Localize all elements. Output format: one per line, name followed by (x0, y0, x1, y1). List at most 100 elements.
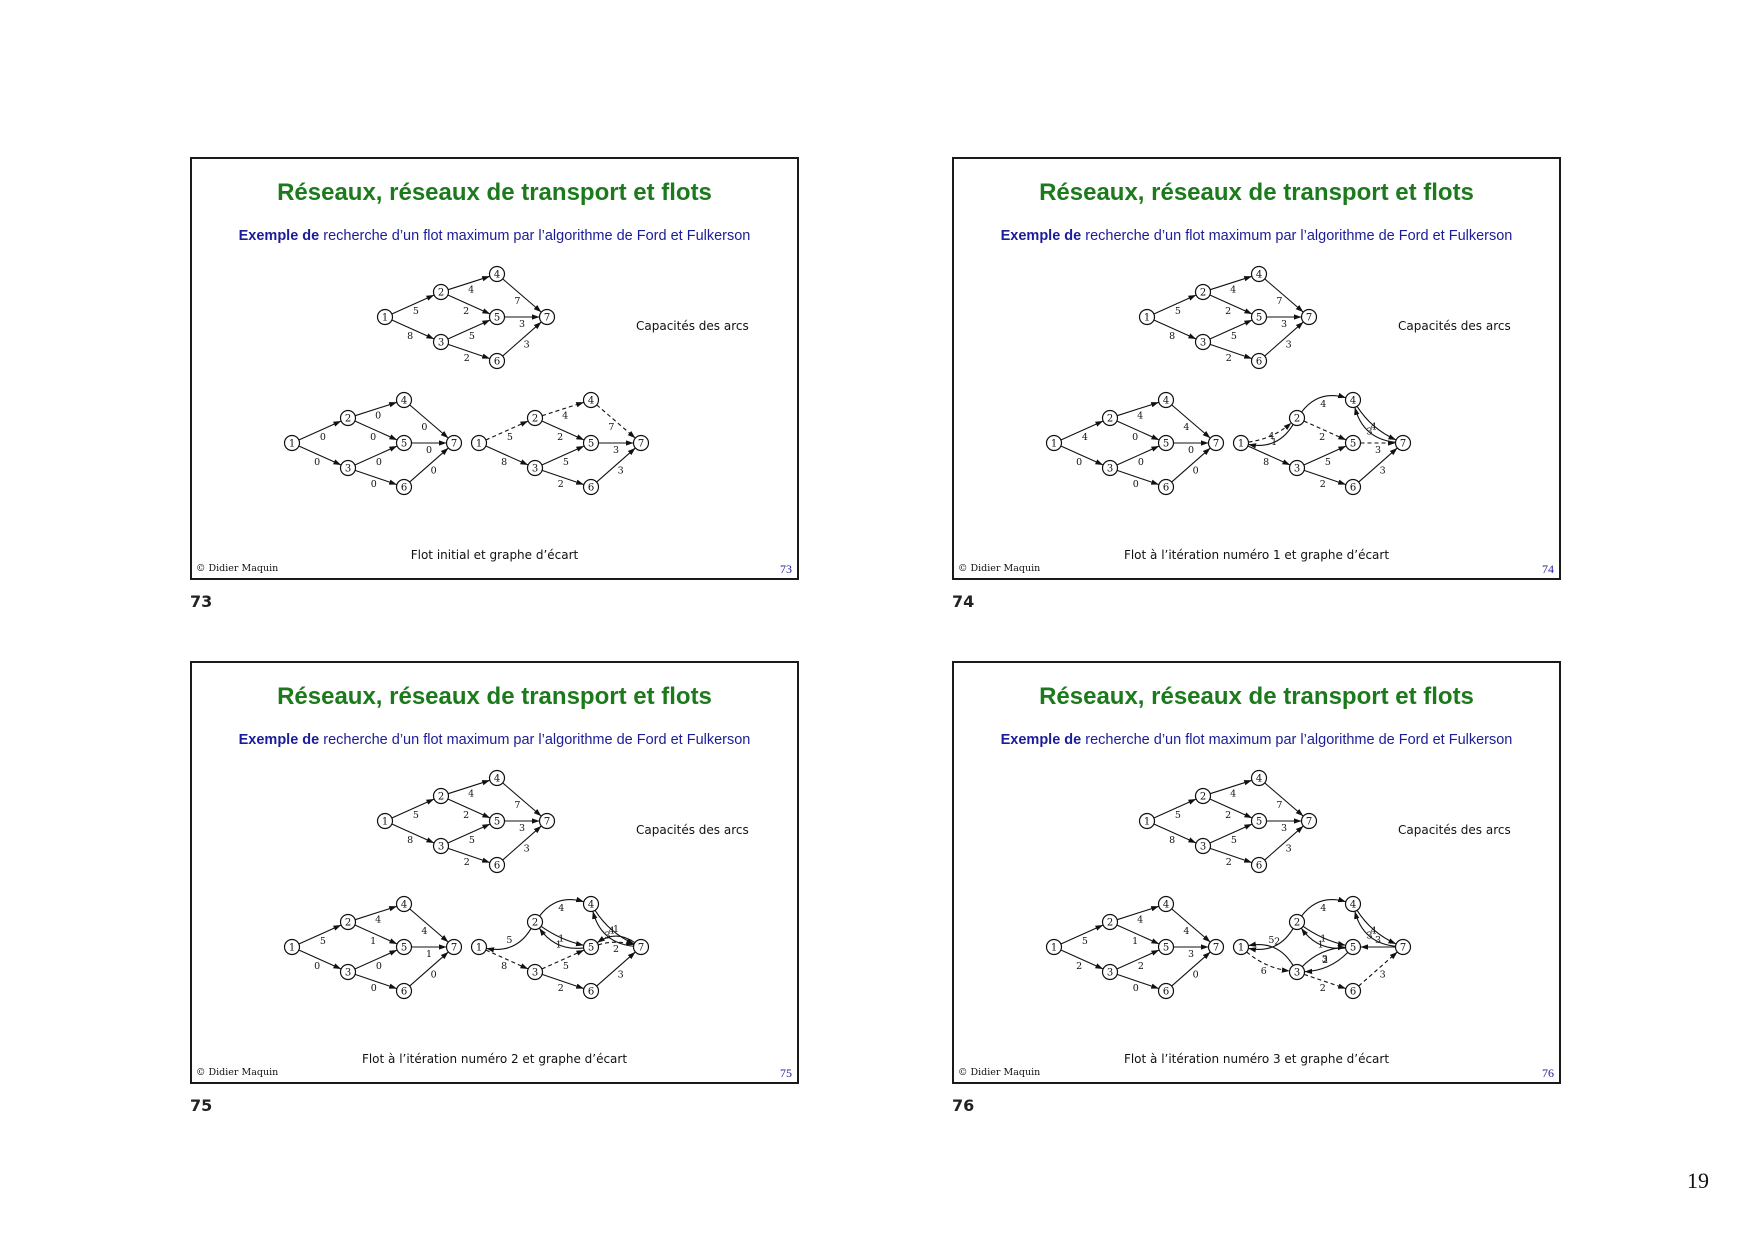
edge-2-5 (1209, 798, 1253, 819)
node-label: 1 (1051, 943, 1057, 954)
node-6: 6 (1157, 478, 1175, 496)
edge-6-7 (596, 447, 636, 483)
edge-label-6-7: 3 (524, 843, 530, 854)
thumbnail-label: 74 (952, 592, 975, 611)
node-label: 1 (1144, 313, 1150, 324)
edge-label-2-4: 4 (375, 915, 381, 926)
edge-label-5-7: 3 (1375, 445, 1381, 456)
edge-label-2-5: 2 (1225, 810, 1231, 821)
edge-3-5 (541, 445, 585, 466)
edge-1-2 (1153, 798, 1197, 819)
slide-title: Réseaux, réseaux de transport et flots (1039, 683, 1474, 710)
node-label: 3 (1200, 842, 1206, 853)
subtitle-emphasis: Exemple de (238, 228, 320, 244)
node-label: 4 (1350, 900, 1356, 911)
edge-label-2-4: 0 (375, 411, 381, 422)
edge-7-4 (1354, 911, 1396, 947)
node-label: 6 (1163, 987, 1169, 998)
edge-1-2 (1153, 294, 1197, 315)
node-label: 7 (1306, 817, 1312, 828)
slide-number: 75 (780, 1066, 792, 1080)
edge-2-4 (539, 896, 584, 917)
edge-label-6-7: 3 (524, 339, 530, 350)
node-label: 6 (494, 357, 500, 368)
edge-label-2-4: 4 (562, 411, 568, 422)
edge-4-7 (1264, 782, 1304, 817)
node-label: 6 (401, 987, 407, 998)
edge-label-4-7: 7 (514, 800, 520, 811)
node-5: 5 (1157, 434, 1175, 452)
node-4: 4 (1157, 895, 1175, 913)
node-label: 5 (1256, 313, 1262, 324)
node-label: 3 (1107, 464, 1113, 475)
edge-3-6 (1303, 973, 1347, 990)
edge-1-2 (298, 420, 342, 441)
node-label: 2 (1294, 414, 1300, 425)
node-2: 2 (1101, 913, 1119, 931)
slide-title: Réseaux, réseaux de transport et flots (1039, 179, 1474, 206)
edge-4-7 (1171, 404, 1211, 439)
node-1: 1 (1045, 938, 1063, 956)
edge-4-7 (409, 908, 449, 943)
edge-1-2 (485, 420, 529, 441)
edge-3-6 (1209, 343, 1253, 360)
edge-label-3-5: 5 (563, 961, 569, 972)
edge-4-7 (1264, 278, 1304, 313)
edge-label-2-5: 1 (370, 936, 376, 947)
edge-2-4 (447, 779, 491, 795)
edge-label-5-7: 3 (519, 823, 525, 834)
edge-label-6-7: 3 (618, 465, 624, 476)
edge-label-3-1: 2 (1274, 936, 1280, 947)
edge-2-5 (540, 925, 584, 947)
edge-2-5 (1302, 925, 1346, 947)
edge-1-3 (1060, 949, 1104, 970)
edge-label-5-7: 0 (426, 445, 432, 456)
slide-subtitle: Exemple de recherche d’un flot maximum p… (192, 732, 797, 748)
node-2: 2 (1194, 283, 1212, 301)
node-2: 2 (1101, 409, 1119, 427)
node-label: 3 (1294, 464, 1300, 475)
edge-4-7 (1356, 910, 1397, 945)
node-3: 3 (1288, 963, 1306, 981)
edge-1-3 (391, 823, 435, 844)
node-label: 5 (494, 313, 500, 324)
node-3: 3 (1288, 459, 1306, 477)
edge-3-5 (447, 319, 491, 340)
edge-6-7 (409, 447, 449, 483)
edge-label-3-5: 5 (1325, 457, 1331, 468)
edge-label-2-5: 0 (1132, 432, 1138, 443)
edge-1-3 (485, 445, 529, 466)
thumbnail-label: 75 (190, 1096, 213, 1115)
edge-label-6-7: 0 (431, 969, 437, 980)
node-2: 2 (339, 913, 357, 931)
node-5: 5 (488, 812, 506, 830)
edge-3-6 (1116, 973, 1160, 990)
edge-4-7 (1171, 908, 1211, 943)
edge-label-4-7: 4 (1183, 422, 1189, 433)
node-label: 4 (588, 396, 594, 407)
edge-3-5 (541, 949, 585, 970)
node-1: 1 (283, 434, 301, 452)
edge-6-7 (409, 951, 449, 987)
node-label: 7 (638, 943, 644, 954)
node-4: 4 (488, 265, 506, 283)
node-label: 2 (345, 918, 351, 929)
node-label: 5 (1163, 439, 1169, 450)
edge-1-2 (391, 294, 435, 315)
node-1: 1 (1138, 308, 1156, 326)
slide-number: 73 (780, 562, 792, 576)
node-1: 1 (283, 938, 301, 956)
node-4: 4 (395, 391, 413, 409)
edge-2-4 (354, 401, 398, 417)
slide-75: Réseaux, réseaux de transport et flots E… (190, 661, 799, 1084)
edge-label-1-3: 8 (501, 457, 507, 468)
node-6: 6 (582, 982, 600, 1000)
edge-5-3 (1304, 951, 1349, 975)
edge-3-5 (354, 949, 398, 970)
node-label: 5 (588, 439, 594, 450)
node-5: 5 (488, 308, 506, 326)
edge-3-6 (447, 343, 491, 360)
